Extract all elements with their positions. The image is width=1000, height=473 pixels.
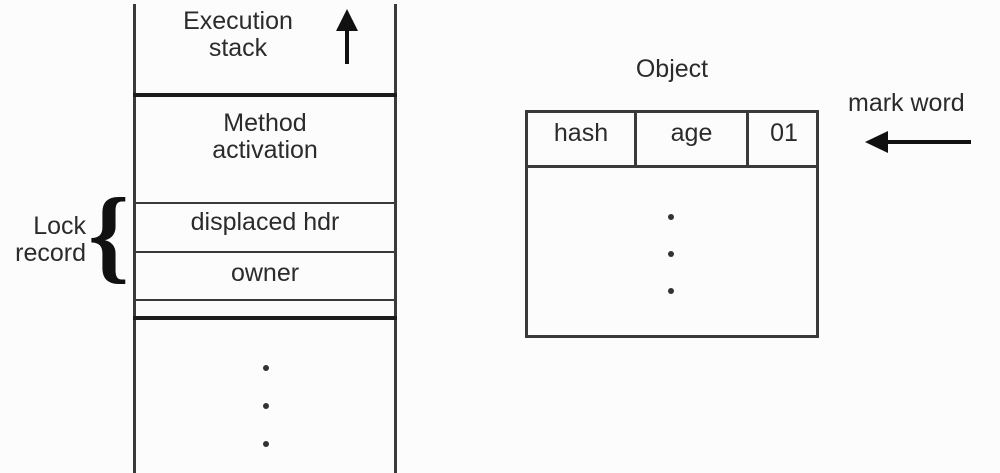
up-arrow-shaft [345,28,349,64]
object-body-ellipsis-dot-1 [668,214,674,220]
object-markword-separator [525,165,819,168]
execution-stack-right-border [394,4,397,473]
stack-frame-method-activation: Method activation [133,110,397,164]
lock-record-label-line1: Lock [33,212,86,240]
object-title: Object [635,55,709,83]
method-activation-line2: activation [212,136,318,164]
object-field-lock-bits: 01 [770,119,798,147]
lock-record-brace: { [88,176,130,293]
object-column-divider-2 [746,110,749,166]
object-column-divider-1 [634,110,637,166]
left-arrow-icon [865,131,888,153]
object-body-ellipsis-dot-2 [668,251,674,257]
lock-record-label: Lock record [0,213,86,267]
up-arrow-icon [336,9,358,31]
mark-word-label: mark word [848,89,965,117]
object-body-ellipsis-dot-3 [668,288,674,294]
stack-ellipsis-dot-1 [263,365,269,371]
execution-stack-label-line2: stack [208,34,268,62]
stack-ellipsis-dot-3 [263,441,269,447]
object-field-hash: hash [553,119,609,147]
object-field-age: age [670,119,713,147]
stack-cell-owner: owner [230,259,300,287]
execution-stack-left-border [133,4,136,473]
execution-stack-label: Execution stack [133,8,323,62]
execution-stack-label-line1: Execution [183,7,293,35]
stack-ellipsis-dot-2 [263,403,269,409]
method-activation-line1: Method [223,109,307,137]
stack-divider-below-execution-stack [133,93,397,97]
left-arrow-shaft [886,140,971,144]
stack-cell-displaced-hdr: displaced hdr [190,208,340,236]
lock-record-label-line2: record [15,239,86,267]
stack-divider-bottom-of-frame [133,316,397,320]
object-box [525,110,819,338]
stack-divider-below-method-activation [133,202,397,204]
stack-divider-below-displaced-hdr [133,251,397,253]
stack-divider-below-owner [133,299,397,301]
